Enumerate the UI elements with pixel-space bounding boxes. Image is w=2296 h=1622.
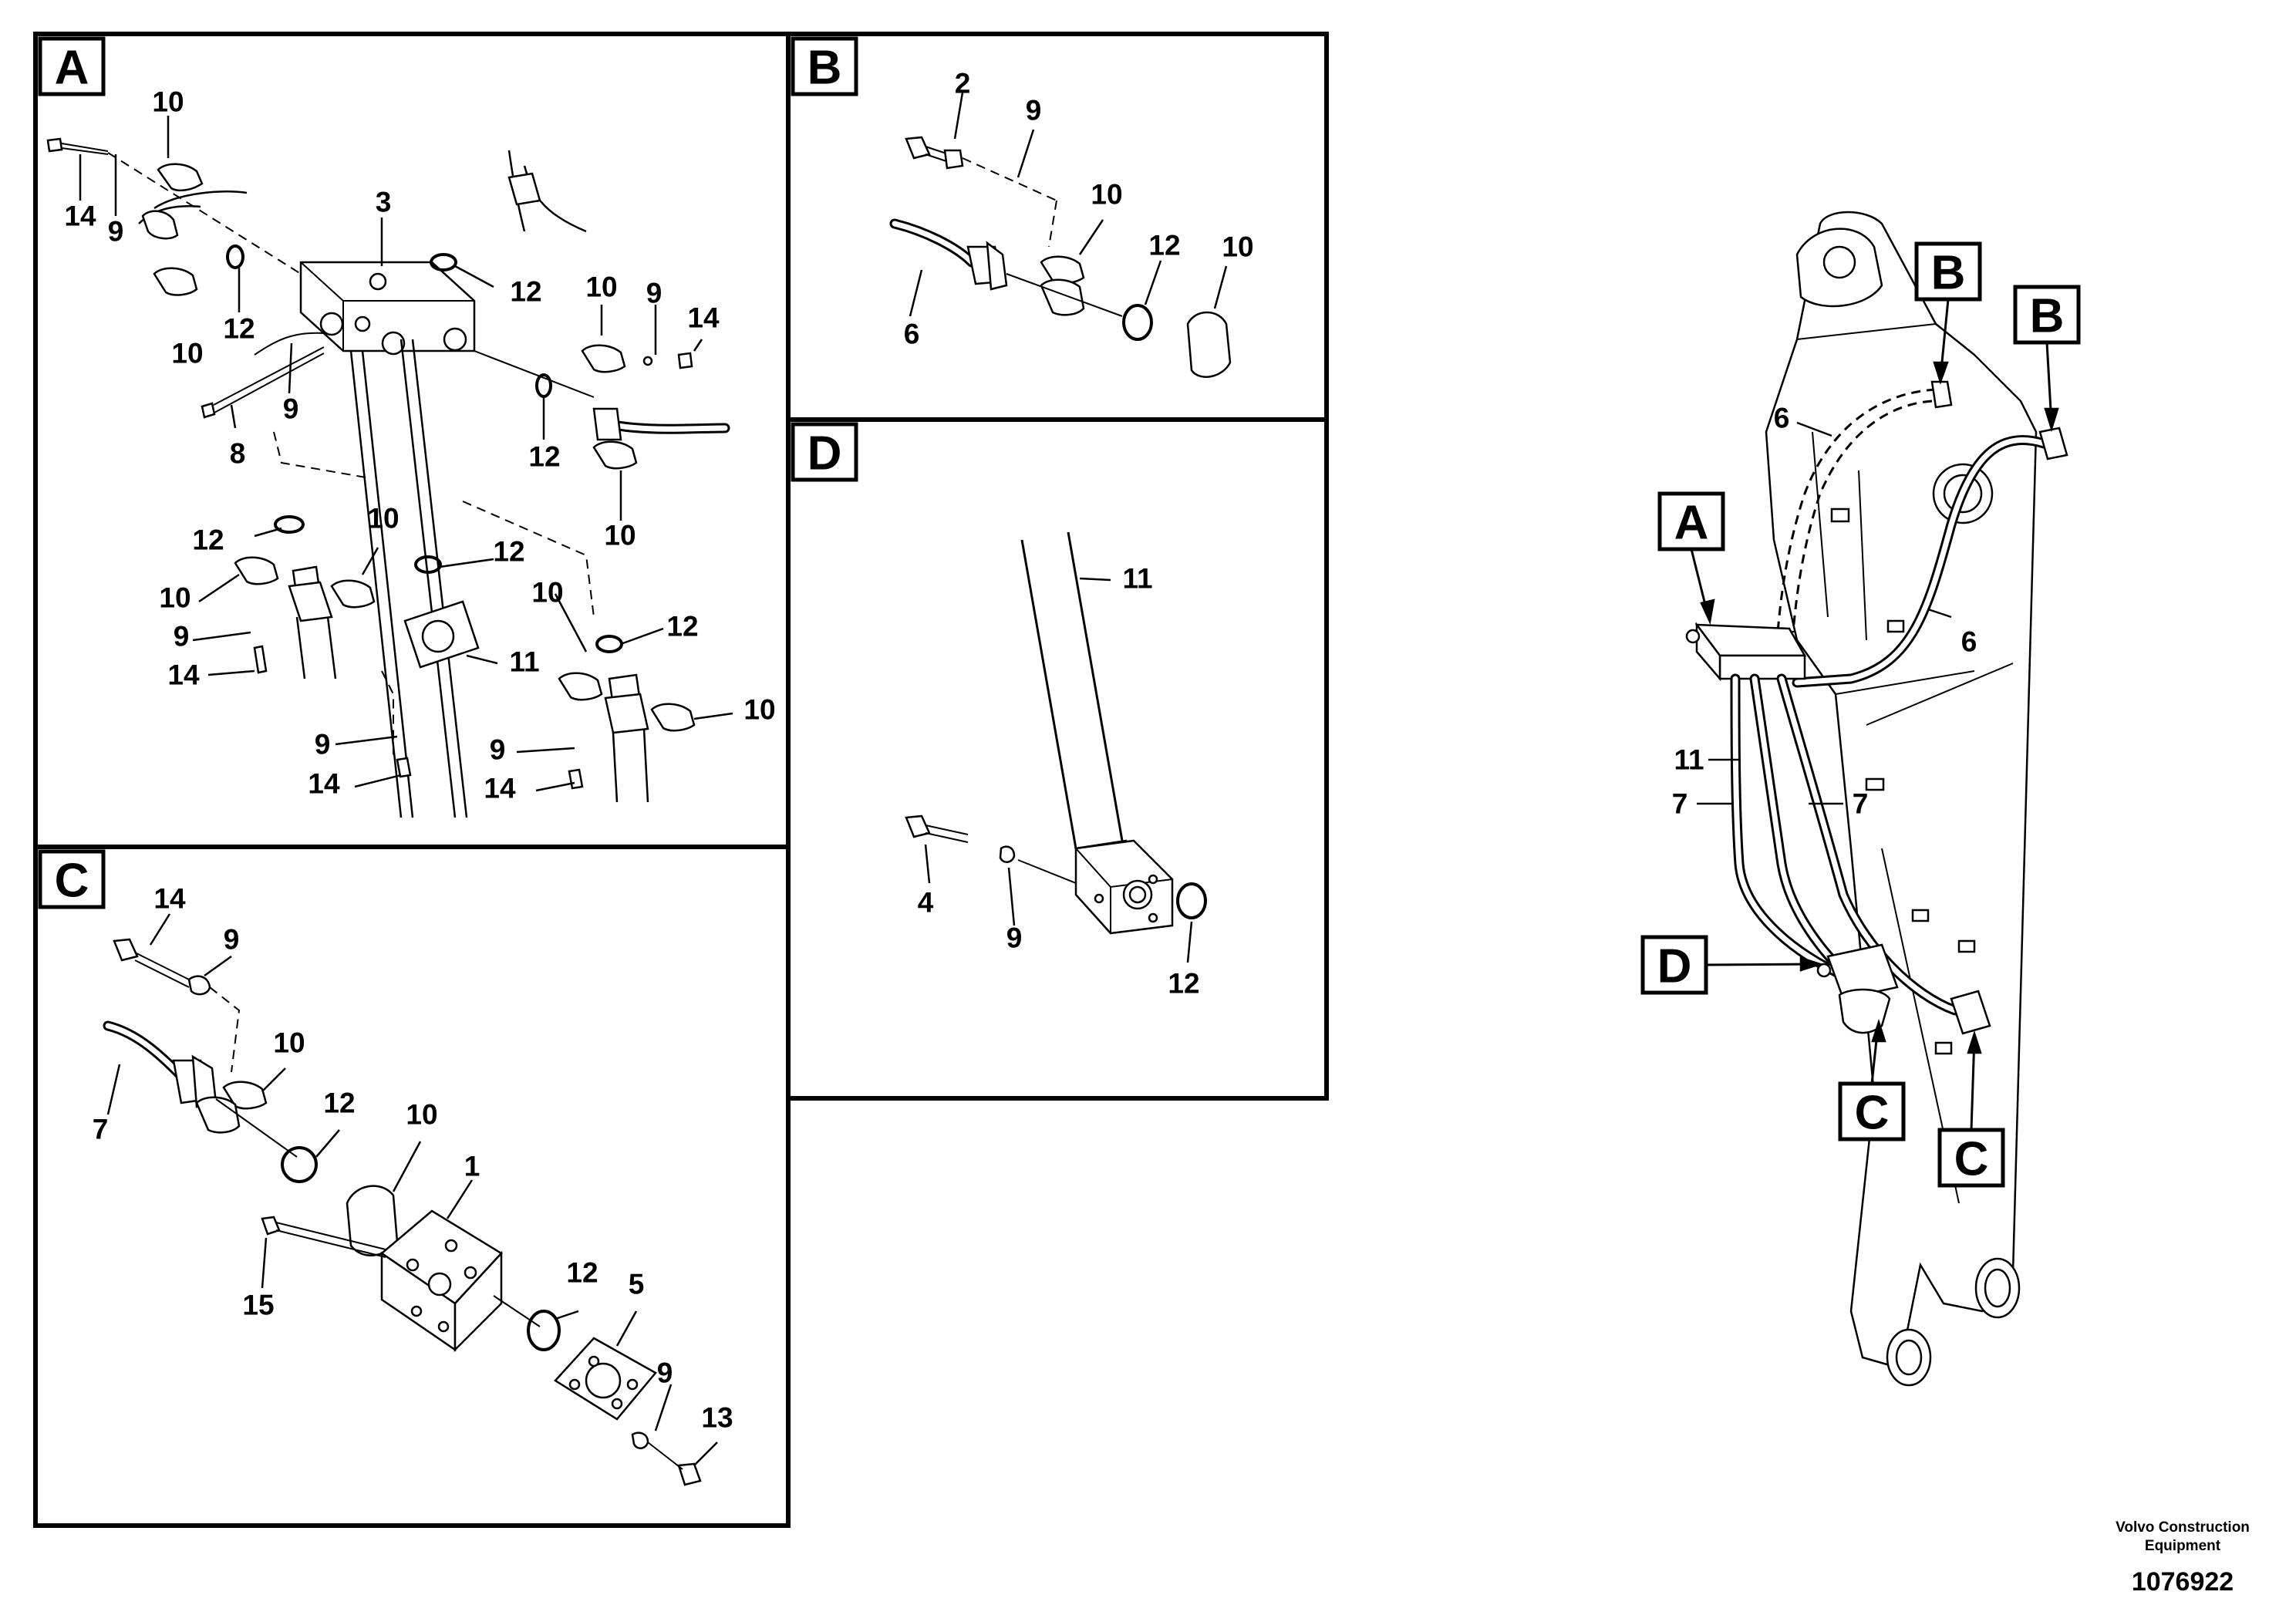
callout-d-4: 4 xyxy=(918,887,934,919)
callout-a-9: 9 xyxy=(315,729,331,760)
footer-company-line2: Equipment xyxy=(2145,1538,2221,1554)
callout-a-12: 12 xyxy=(223,313,255,345)
panel-a-label-box xyxy=(38,36,106,96)
panel-c-label-box xyxy=(38,849,106,909)
callout-a-14: 14 xyxy=(64,201,96,232)
callout-a-12: 12 xyxy=(528,441,560,473)
callout-a-14: 14 xyxy=(687,302,720,334)
callout-c-13: 13 xyxy=(701,1402,733,1434)
callout-c-12: 12 xyxy=(566,1257,598,1289)
panel-d-label-box xyxy=(791,422,858,482)
panel-c-label: C xyxy=(55,855,89,908)
callout-b-10: 10 xyxy=(1091,179,1122,211)
overview-label-c1: C xyxy=(1855,1087,1890,1140)
callout-c-12: 12 xyxy=(323,1088,355,1119)
panel-d: D 11 4 9 12 xyxy=(786,417,1329,1101)
callout-a-9: 9 xyxy=(490,734,506,766)
boom-overview: B B A D C C 6 6 11 7 7 xyxy=(1640,211,2081,1387)
panel-b-label: B xyxy=(807,42,842,95)
callout-a-14: 14 xyxy=(308,768,340,800)
callout-b-12: 12 xyxy=(1148,230,1180,261)
callout-b-9: 9 xyxy=(1026,95,1042,126)
callout-c-14: 14 xyxy=(153,883,186,915)
callout-a-10: 10 xyxy=(604,520,636,551)
callout-a-10: 10 xyxy=(743,694,775,726)
callout-a-3: 3 xyxy=(376,187,392,218)
overview-label-b2: B xyxy=(2030,290,2065,343)
callout-a-9: 9 xyxy=(283,393,299,425)
callout-c-15: 15 xyxy=(242,1290,274,1321)
overview-label-d: D xyxy=(1657,940,1692,993)
callout-c-7: 7 xyxy=(93,1114,109,1145)
callout-a-9: 9 xyxy=(108,216,124,248)
panel-c: C xyxy=(33,845,791,1528)
callout-a-10: 10 xyxy=(531,577,563,609)
overview-callout-11: 11 xyxy=(1674,744,1704,776)
callout-a-10: 10 xyxy=(585,271,617,303)
overview-callout-7: 7 xyxy=(1672,788,1688,820)
overview-label-c2: C xyxy=(1954,1133,1989,1186)
callout-a-12: 12 xyxy=(192,524,224,556)
callout-c-9: 9 xyxy=(657,1357,673,1389)
callout-a-10: 10 xyxy=(159,582,190,614)
callout-d-12: 12 xyxy=(1168,968,1199,1000)
callout-c-1: 1 xyxy=(464,1151,480,1182)
panel-b: B 2 9 10 12 10 6 xyxy=(786,32,1329,422)
panel-d-label: D xyxy=(807,427,842,481)
overview-label-c2-box xyxy=(1937,1128,2005,1188)
callout-a-12: 12 xyxy=(510,276,541,308)
callout-a-10: 10 xyxy=(367,503,399,534)
overview-callout-7: 7 xyxy=(1853,788,1869,820)
callout-a-10: 10 xyxy=(152,86,184,118)
overview-callout-6: 6 xyxy=(1774,403,1790,434)
callout-a-12: 12 xyxy=(493,536,524,568)
footer: Volvo Construction Equipment 1076922 xyxy=(2116,1519,2250,1597)
callout-a-12: 12 xyxy=(666,611,698,642)
footer-company-line1: Volvo Construction xyxy=(2116,1519,2250,1536)
callout-a-11: 11 xyxy=(509,646,539,678)
callout-b-2: 2 xyxy=(955,68,971,99)
overview-label-a: A xyxy=(1674,497,1709,550)
panel-b-label-box xyxy=(791,36,858,96)
callout-b-6: 6 xyxy=(904,319,920,350)
panel-a-label: A xyxy=(55,42,89,95)
callout-a-8: 8 xyxy=(230,438,246,470)
callout-a-9: 9 xyxy=(174,621,190,653)
callout-a-14: 14 xyxy=(484,773,516,804)
callout-d-11: 11 xyxy=(1122,563,1152,595)
overview-label-b1: B xyxy=(1931,247,1966,300)
callout-a-10: 10 xyxy=(171,338,203,369)
callout-a-14: 14 xyxy=(167,659,200,691)
panel-a: A xyxy=(33,32,791,849)
callout-c-10: 10 xyxy=(406,1099,437,1131)
callout-d-9: 9 xyxy=(1006,922,1023,954)
callout-c-10: 10 xyxy=(273,1027,305,1059)
callout-c-9: 9 xyxy=(224,924,240,956)
overview-callout-6: 6 xyxy=(1961,626,1977,658)
callout-c-5: 5 xyxy=(629,1269,645,1300)
drawing-number: 1076922 xyxy=(2132,1567,2234,1597)
callout-a-9: 9 xyxy=(646,278,663,309)
callout-b-10: 10 xyxy=(1222,231,1253,263)
